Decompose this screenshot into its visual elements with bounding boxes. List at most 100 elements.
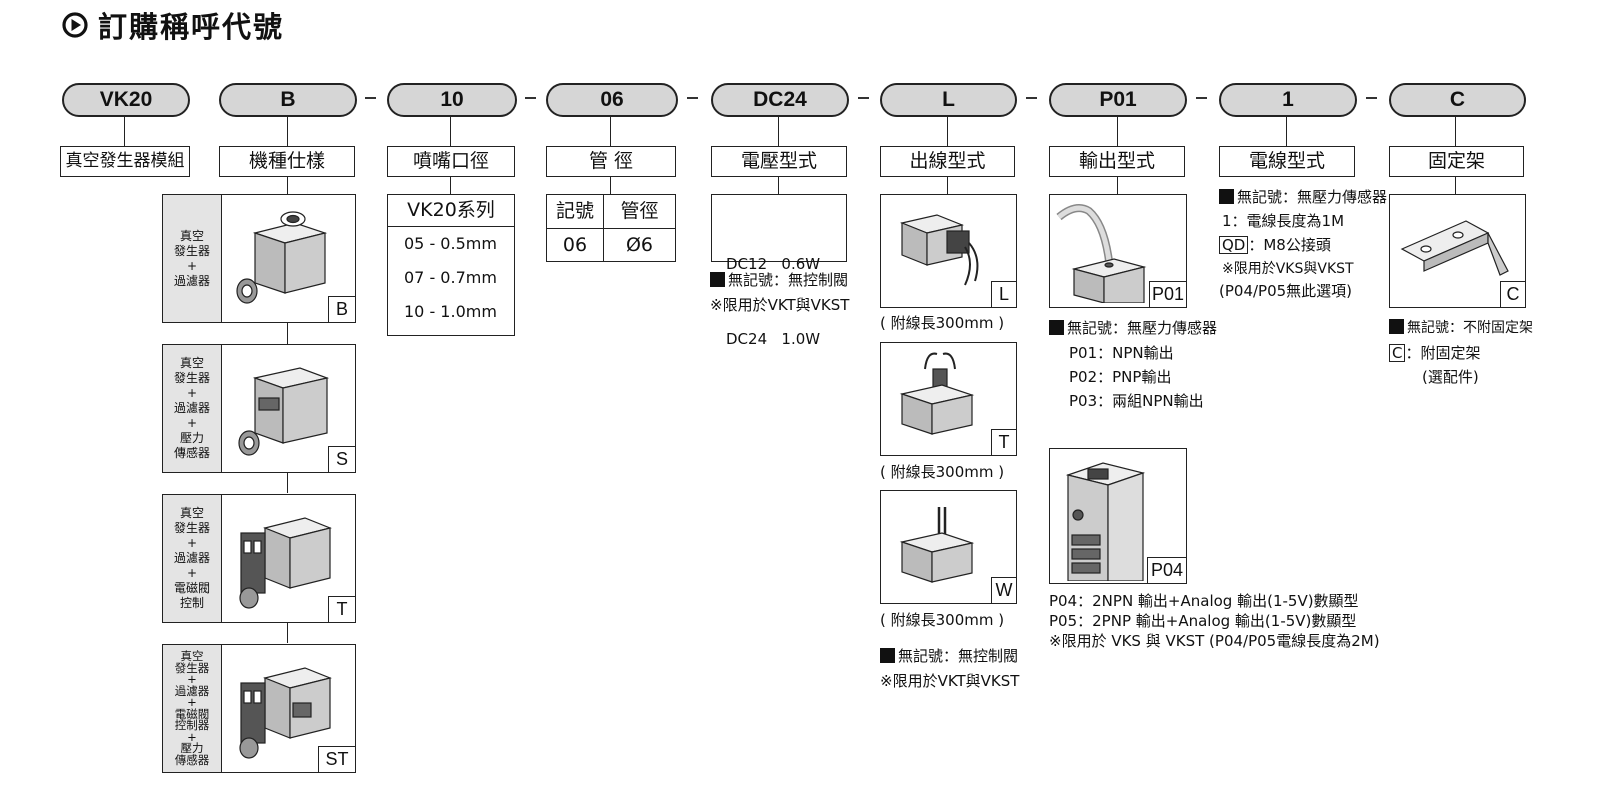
wire-restriction-2: (P04/P05無此選項): [1219, 282, 1353, 300]
connector: [287, 117, 288, 146]
voltage-table: DC12 0.6W DC24 1.0W: [711, 194, 847, 348]
model-tag-t: T: [328, 596, 355, 622]
separator-dash: [687, 97, 698, 99]
code-output: P01: [1049, 83, 1187, 117]
nozzle-row: 07 - 0.7mm: [404, 268, 497, 287]
outlet-tag-t: T: [991, 429, 1016, 455]
connector: [287, 472, 288, 493]
tube-header-diameter: 管徑: [604, 195, 675, 229]
outlet-note: 無記號：無控制閥: [880, 645, 1018, 668]
outlet-caption: ( 附線長300mm ): [880, 611, 1005, 629]
bracket-note: 無記號：不附固定架: [1389, 317, 1533, 340]
connector: [287, 176, 288, 194]
header-output: 輸出型式: [1049, 146, 1185, 177]
bracket-box: C: [1389, 194, 1526, 308]
code-vk20: VK20: [62, 83, 190, 117]
outlet-t-image: [899, 352, 975, 435]
connector: [287, 322, 288, 344]
model-tag-st: ST: [318, 746, 355, 772]
outlet-tag-l: L: [991, 281, 1016, 307]
connector: [450, 176, 451, 194]
square-bullet-icon: [1219, 189, 1234, 204]
page-title: 訂購稱呼代號: [62, 4, 284, 46]
connector: [610, 117, 611, 146]
header-wire: 電線型式: [1219, 146, 1355, 177]
nozzle-row: 10 - 1.0mm: [404, 302, 497, 321]
output-box-p04: P04: [1049, 448, 1187, 584]
model-description: 真空發生器+過濾器+電磁閥控制: [163, 495, 222, 622]
model-box-st: 真空發生器+過濾器+電磁閥控制器+壓力傳感器 ST: [162, 644, 356, 773]
play-circle-icon: [62, 12, 88, 38]
separator-dash: [1366, 97, 1377, 99]
square-bullet-icon: [880, 648, 895, 663]
outlet-tag-w: W: [991, 577, 1016, 603]
model-description: 真空發生器+過濾器+電磁閥控制器+壓力傳感器: [163, 645, 222, 772]
output-option: P01：NPN輸出: [1069, 344, 1174, 362]
outlet-box-t: T: [880, 342, 1017, 456]
connector: [778, 117, 779, 146]
output-note: 無記號：無壓力傳感器: [1049, 317, 1217, 340]
separator-dash: [1196, 97, 1207, 99]
code-voltage: DC24: [711, 83, 849, 117]
nozzle-table: VK20系列 05 - 0.5mm 07 - 0.7mm 10 - 1.0mm: [387, 194, 515, 336]
connector: [450, 117, 451, 146]
outlet-caption: ( 附線長300mm ): [880, 314, 1005, 332]
header-model: 機種仕樣: [219, 146, 355, 177]
nozzle-row: 05 - 0.5mm: [404, 234, 497, 253]
outlet-w-image: [899, 507, 975, 583]
nozzle-series-header: VK20系列: [388, 195, 514, 227]
bracket-option-note: (選配件): [1422, 368, 1479, 386]
wire-restriction: ※限用於VKS與VKST: [1222, 261, 1354, 277]
voltage-note: 無記號：無控制閥: [710, 269, 848, 292]
connector: [287, 622, 288, 643]
connector: [610, 176, 611, 194]
connector: [778, 176, 779, 194]
bracket-image: [1400, 220, 1509, 276]
header-voltage: 電壓型式: [711, 146, 847, 177]
vacuum-generator-valve-sensor-image: [239, 667, 332, 759]
voltage-restriction: ※限用於VKT與VKST: [710, 296, 850, 314]
output-restriction: ※限用於 VKS 與 VKST (P04/P05電線長度為2M): [1049, 632, 1380, 650]
output-tag-p04: P04: [1147, 557, 1186, 583]
wire-option-qd: QD：M8公接頭: [1219, 234, 1331, 257]
connector: [1455, 117, 1456, 146]
bracket-tag: C: [1500, 281, 1525, 307]
vacuum-generator-sensor-image: [238, 367, 330, 456]
separator-dash: [1026, 97, 1037, 99]
code-wire: 1: [1219, 83, 1357, 117]
pressure-sensor-image: [1056, 204, 1147, 303]
connector: [947, 176, 948, 194]
output-p05-note: P05：2PNP 輸出+Analog 輸出(1-5V)數顯型: [1049, 612, 1357, 630]
wire-option-1: 1：電線長度為1M: [1222, 212, 1345, 230]
output-option: P02：PNP輸出: [1069, 368, 1172, 386]
tube-code-value: 06: [547, 229, 604, 261]
separator-dash: [365, 97, 376, 99]
output-option: P03：兩組NPN輸出: [1069, 392, 1204, 410]
connector: [124, 117, 125, 146]
code-model: B: [219, 83, 357, 117]
model-box-b: 真空發生器+過濾器 B: [162, 194, 356, 323]
voltage-row: DC24 1.0W: [726, 330, 821, 348]
connector: [1286, 117, 1287, 146]
output-p04-note: P04：2NPN 輸出+Analog 輸出(1-5V)數顯型: [1049, 592, 1359, 610]
title-text: 訂購稱呼代號: [98, 10, 285, 44]
vacuum-generator-image: [236, 211, 328, 304]
square-bullet-icon: [1389, 319, 1404, 334]
code-nozzle: 10: [387, 83, 517, 117]
model-tag-b: B: [328, 296, 355, 322]
header-module: 真空發生器模組: [60, 146, 190, 177]
model-description: 真空發生器+過濾器+壓力傳感器: [163, 345, 222, 472]
header-nozzle: 噴嘴口徑: [387, 146, 515, 177]
model-description: 真空發生器+過濾器: [163, 195, 222, 322]
code-bracket: C: [1389, 83, 1526, 117]
model-tag-s: S: [328, 446, 355, 472]
connector: [947, 117, 948, 146]
wire-note: 無記號：無壓力傳感器: [1219, 186, 1387, 209]
code-tube: 06: [546, 83, 678, 117]
outlet-box-l: L: [880, 194, 1017, 308]
output-tag-p01: P01: [1149, 281, 1186, 307]
separator-dash: [858, 97, 869, 99]
model-box-s: 真空發生器+過濾器+壓力傳感器 S: [162, 344, 356, 473]
header-tube: 管 徑: [546, 146, 676, 177]
header-bracket: 固定架: [1389, 146, 1524, 177]
